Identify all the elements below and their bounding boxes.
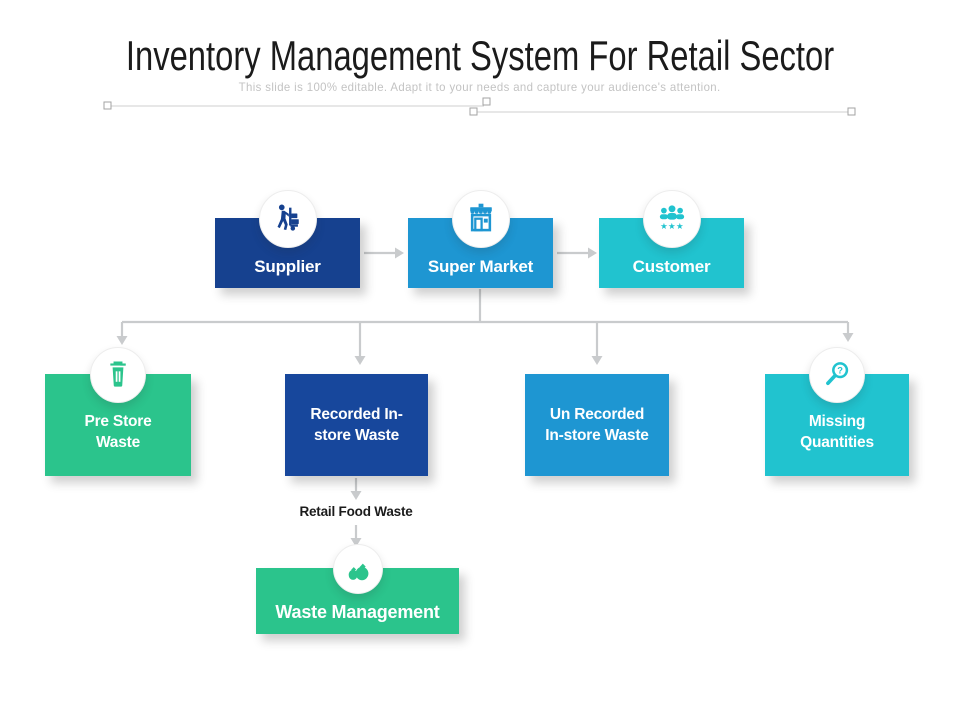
magnifier-question-icon: ? [809,347,865,403]
arrowhead-icon [350,538,362,547]
storefront-icon [451,190,510,248]
node-label: Missing Quantities [800,413,874,451]
node-missing-quantities: ? Missing Quantities [765,347,909,476]
divider-handle [103,101,112,110]
arrowhead-icon [395,247,404,259]
node-label: Recorded In- store Waste [310,406,403,444]
question-mark-glyph: ? [837,366,843,376]
supplier-delivery-icon [258,190,317,248]
arrowhead-icon [842,333,854,342]
arrowhead-icon [588,247,597,259]
arrowhead-icon [350,491,362,500]
page-subtitle-text: This slide is 100% editable. Adapt it to… [239,80,721,94]
node-label: Customer [632,256,711,276]
node-label: Super Market [427,256,534,276]
node-customer: ★★★ Customer [599,190,744,288]
node-recorded-in-store-waste: Recorded In- store Waste [285,374,428,476]
node-label: Supplier [254,256,321,276]
arrowhead-icon [591,356,603,365]
page-title-text: Inventory Management System For Retail S… [125,32,835,79]
page-subtitle: This slide is 100% editable. Adapt it to… [0,80,960,94]
node-label: Un Recorded In-store Waste [545,406,649,444]
divider-handle [847,107,856,116]
node-un-recorded-in-store-waste: Un Recorded In-store Waste [525,374,669,476]
arrowhead-icon [116,336,128,345]
node-supplier: Supplier [215,190,360,288]
garbage-bags-icon [332,544,383,594]
node-super-market: Super Market [408,190,553,288]
customers-group-icon: ★★★ [642,190,701,248]
stars-glyph: ★★★ [660,221,684,231]
divider-handle [482,97,491,106]
node-label: Waste Management [275,601,440,622]
arrowhead-icon [354,356,366,365]
trash-bin-icon [90,347,146,403]
node-pre-store-waste: Pre Store Waste [45,347,191,476]
page-title: Inventory Management System For Retail S… [0,32,960,79]
node-waste-management: Waste Management [256,544,459,634]
node-label: Pre Store Waste [84,413,152,451]
divider-handle [469,107,478,116]
flow-label-retail-food-waste: Retail Food Waste [299,504,413,519]
